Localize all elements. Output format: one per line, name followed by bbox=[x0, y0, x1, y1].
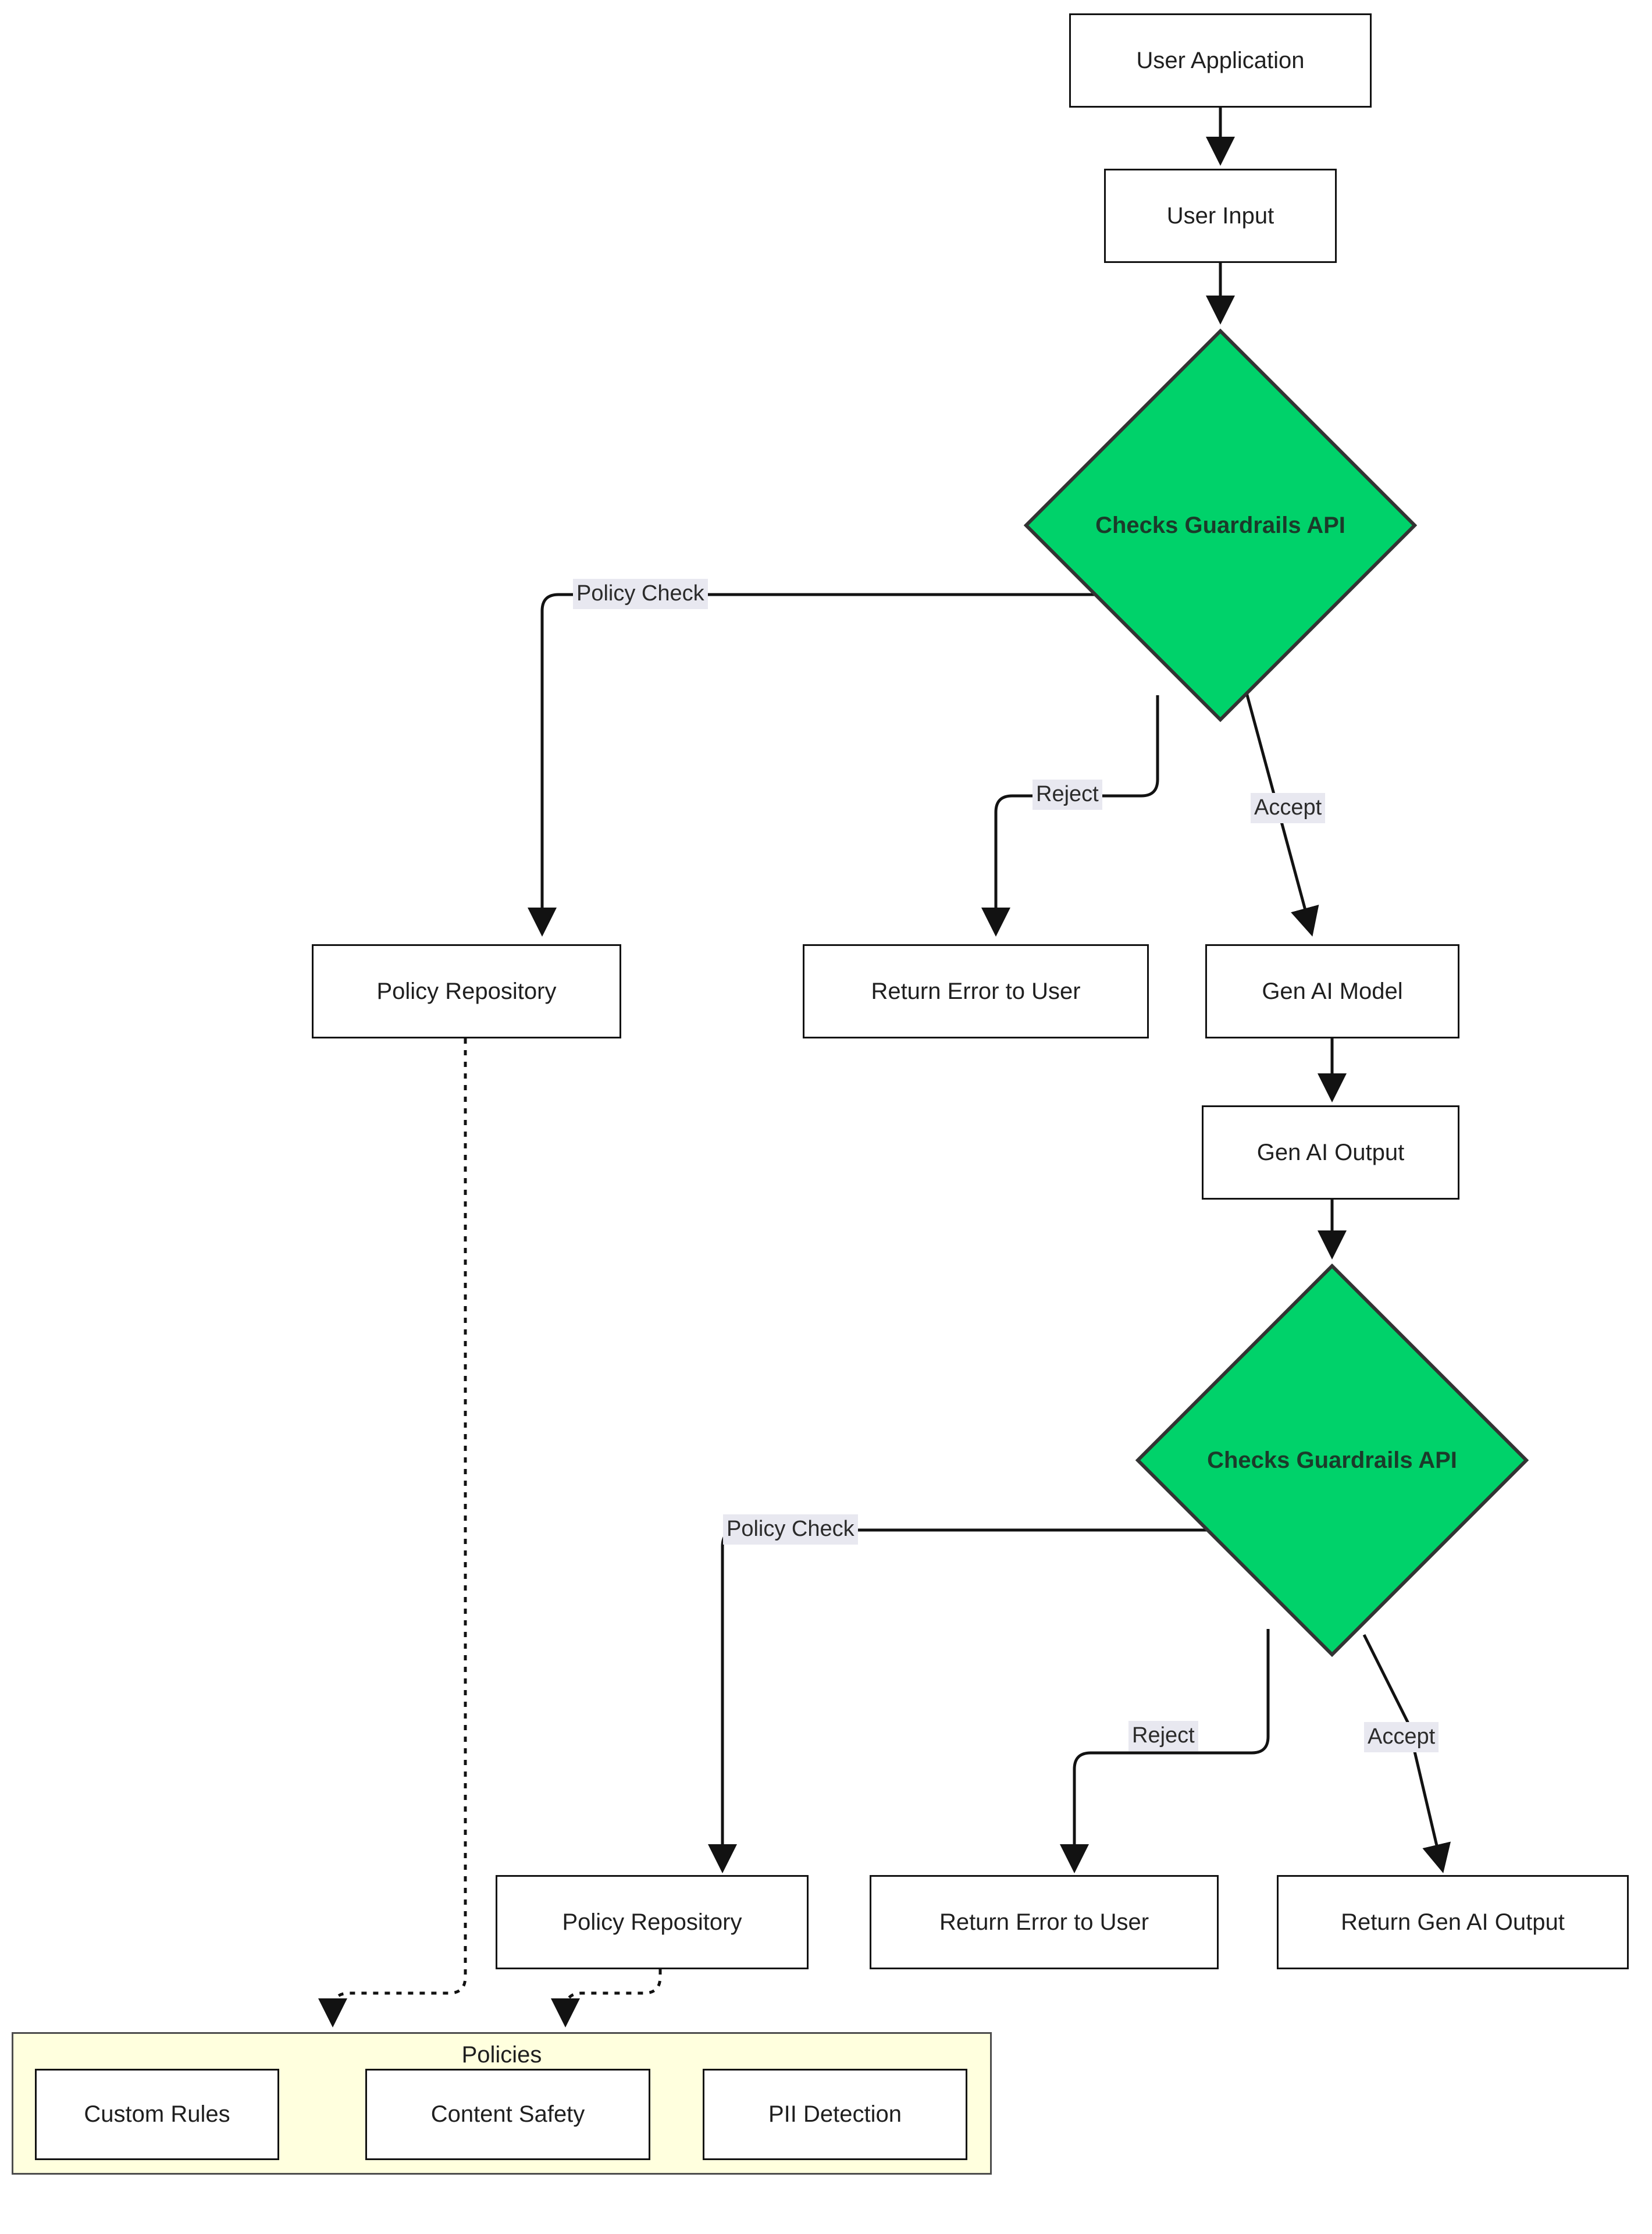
node-label: Return Error to User bbox=[871, 979, 1081, 1004]
node-policy-repository-output[interactable]: Policy Repository bbox=[496, 1875, 809, 1969]
cluster-item-custom-rules[interactable]: Custom Rules bbox=[35, 2069, 279, 2160]
edge-label-reject-output: Reject bbox=[1128, 1721, 1198, 1751]
cluster-title-policies: Policies bbox=[461, 2042, 542, 2068]
cluster-item-label: PII Detection bbox=[768, 2101, 902, 2127]
cluster-item-label: Content Safety bbox=[430, 2101, 585, 2127]
node-label: Gen AI Model bbox=[1262, 979, 1403, 1004]
node-user-application[interactable]: User Application bbox=[1069, 13, 1372, 108]
edge-label-policy-check-input: Policy Check bbox=[573, 579, 708, 609]
node-label: Return Error to User bbox=[939, 1909, 1149, 1935]
edge-label-reject-input: Reject bbox=[1032, 780, 1102, 810]
node-label: Policy Repository bbox=[376, 979, 557, 1004]
cluster-item-label: Custom Rules bbox=[84, 2101, 230, 2127]
edge-label-accept-input: Accept bbox=[1251, 793, 1326, 823]
node-label: User Input bbox=[1166, 203, 1274, 229]
node-return-error-to-user-output[interactable]: Return Error to User bbox=[870, 1875, 1219, 1969]
edge-guardrails-output-accept bbox=[1362, 1634, 1451, 1873]
node-gen-ai-output[interactable]: Gen AI Output bbox=[1202, 1105, 1459, 1200]
edge-label-accept-output: Accept bbox=[1364, 1722, 1439, 1752]
node-return-gen-ai-output[interactable]: Return Gen AI Output bbox=[1277, 1875, 1629, 1969]
node-label: Checks Guardrails API bbox=[1095, 512, 1345, 538]
node-label: Checks Guardrails API bbox=[1207, 1447, 1457, 1473]
diamond-shape bbox=[1135, 1264, 1529, 1657]
node-label: Gen AI Output bbox=[1256, 1140, 1405, 1165]
node-return-error-to-user-input[interactable]: Return Error to User bbox=[803, 944, 1149, 1038]
node-user-input[interactable]: User Input bbox=[1104, 169, 1337, 263]
node-label: User Application bbox=[1136, 48, 1305, 73]
diamond-shape bbox=[1024, 329, 1417, 722]
node-gen-ai-model[interactable]: Gen AI Model bbox=[1205, 944, 1459, 1038]
edge-label-policy-check-output: Policy Check bbox=[723, 1514, 858, 1545]
node-checks-guardrails-api-output[interactable]: Checks Guardrails API bbox=[1135, 1264, 1529, 1657]
edge-policy-repository-top-to-policies bbox=[318, 1038, 467, 2027]
cluster-item-pii-detection[interactable]: PII Detection bbox=[703, 2069, 967, 2160]
edge-guardrails-input-reject bbox=[981, 695, 1159, 937]
edge-policy-repository-bottom-to-policies bbox=[551, 1969, 662, 2027]
cluster-item-content-safety[interactable]: Content Safety bbox=[365, 2069, 650, 2160]
node-checks-guardrails-api-input[interactable]: Checks Guardrails API bbox=[1024, 329, 1417, 722]
node-policy-repository-input[interactable]: Policy Repository bbox=[312, 944, 621, 1038]
node-label: Return Gen AI Output bbox=[1341, 1909, 1565, 1935]
node-label: Policy Repository bbox=[562, 1909, 742, 1935]
